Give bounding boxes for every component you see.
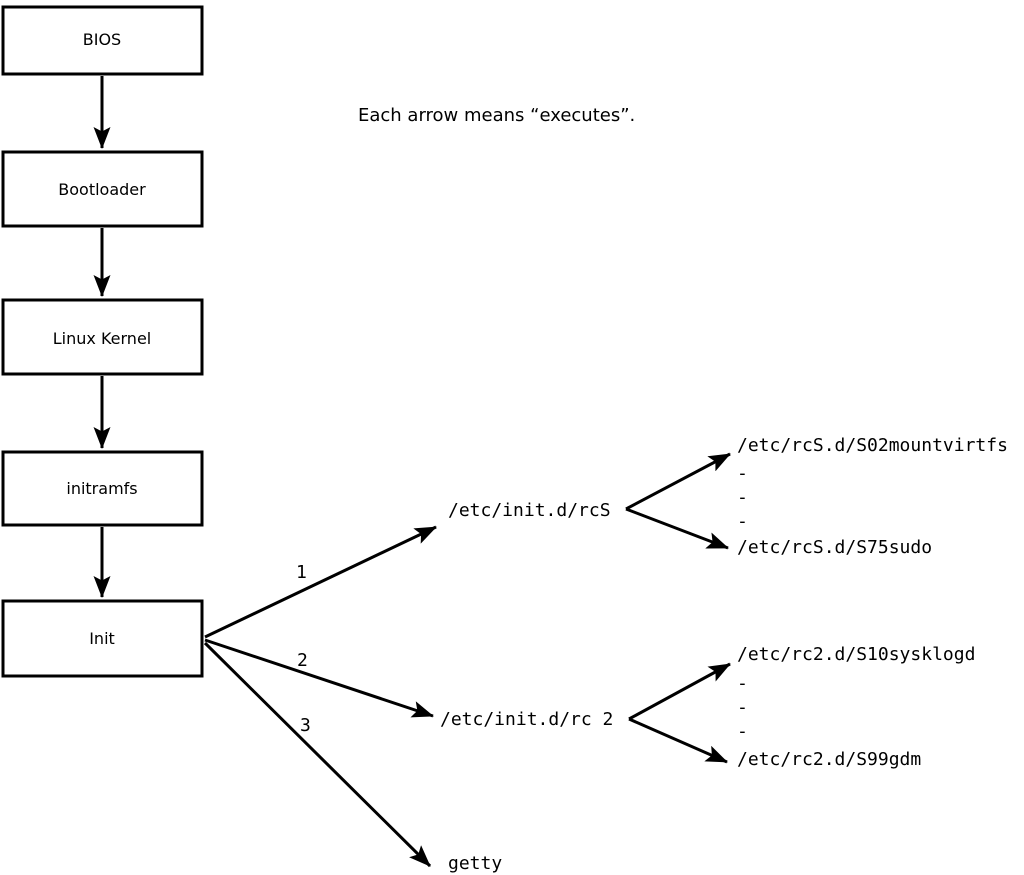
rc2-child-ellipsis: -	[737, 697, 748, 718]
node-linux-kernel: Linux Kernel	[1, 298, 204, 376]
node-initramfs-label: initramfs	[66, 479, 137, 498]
node-init-label: Init	[89, 629, 115, 648]
node-init: Init	[1, 599, 204, 678]
branch-2-target-label: /etc/init.d/rc 2	[440, 709, 613, 730]
branch-1-target-label: /etc/init.d/rcS	[448, 500, 611, 521]
node-bios: BIOS	[1, 5, 204, 76]
rc2-child-script-label: /etc/rc2.d/S10sysklogd	[737, 644, 975, 665]
arrow-rcS-to-S02mountvirtfs	[625, 452, 731, 511]
rc2-child-ellipsis: -	[737, 673, 748, 694]
arrow-rc2-to-S99gdm	[628, 717, 728, 764]
branch-3-target-label: getty	[448, 853, 502, 874]
node-bootloader: Bootloader	[1, 150, 204, 228]
node-linux-kernel-box	[1, 298, 204, 376]
rcS-child-ellipsis: -	[737, 487, 748, 508]
rcS-child-script-label: /etc/rcS.d/S75sudo	[737, 537, 932, 558]
node-bios-label: BIOS	[83, 30, 121, 49]
arrow-init-to-rcS	[204, 525, 437, 639]
branch-1-number: 1	[296, 562, 307, 583]
arrow-init-to-getty	[203, 641, 432, 868]
arrow-init-to-rc2	[204, 638, 434, 718]
caption: Each arrow means “executes”.	[358, 105, 635, 126]
rcS-child-ellipsis: -	[737, 463, 748, 484]
arrow-rc2-to-S10sysklogd	[628, 662, 731, 721]
node-initramfs-box	[1, 450, 204, 527]
branch-3-number: 3	[300, 715, 311, 736]
rc2-child-script-label: /etc/rc2.d/S99gdm	[737, 749, 921, 770]
node-bootloader-box	[1, 150, 204, 228]
rcS-child-ellipsis: -	[737, 511, 748, 532]
rcS-child-script-label: /etc/rcS.d/S02mountvirtfs	[737, 435, 1008, 456]
arrow-rcS-to-S75sudo	[625, 507, 729, 550]
branch-2-number: 2	[297, 650, 308, 671]
rc2-child-ellipsis: -	[737, 721, 748, 742]
node-init-box	[1, 599, 204, 678]
node-linux-kernel-label: Linux Kernel	[53, 329, 151, 348]
node-initramfs: initramfs	[1, 450, 204, 527]
node-bios-box	[1, 5, 204, 76]
node-bootloader-label: Bootloader	[58, 180, 146, 199]
